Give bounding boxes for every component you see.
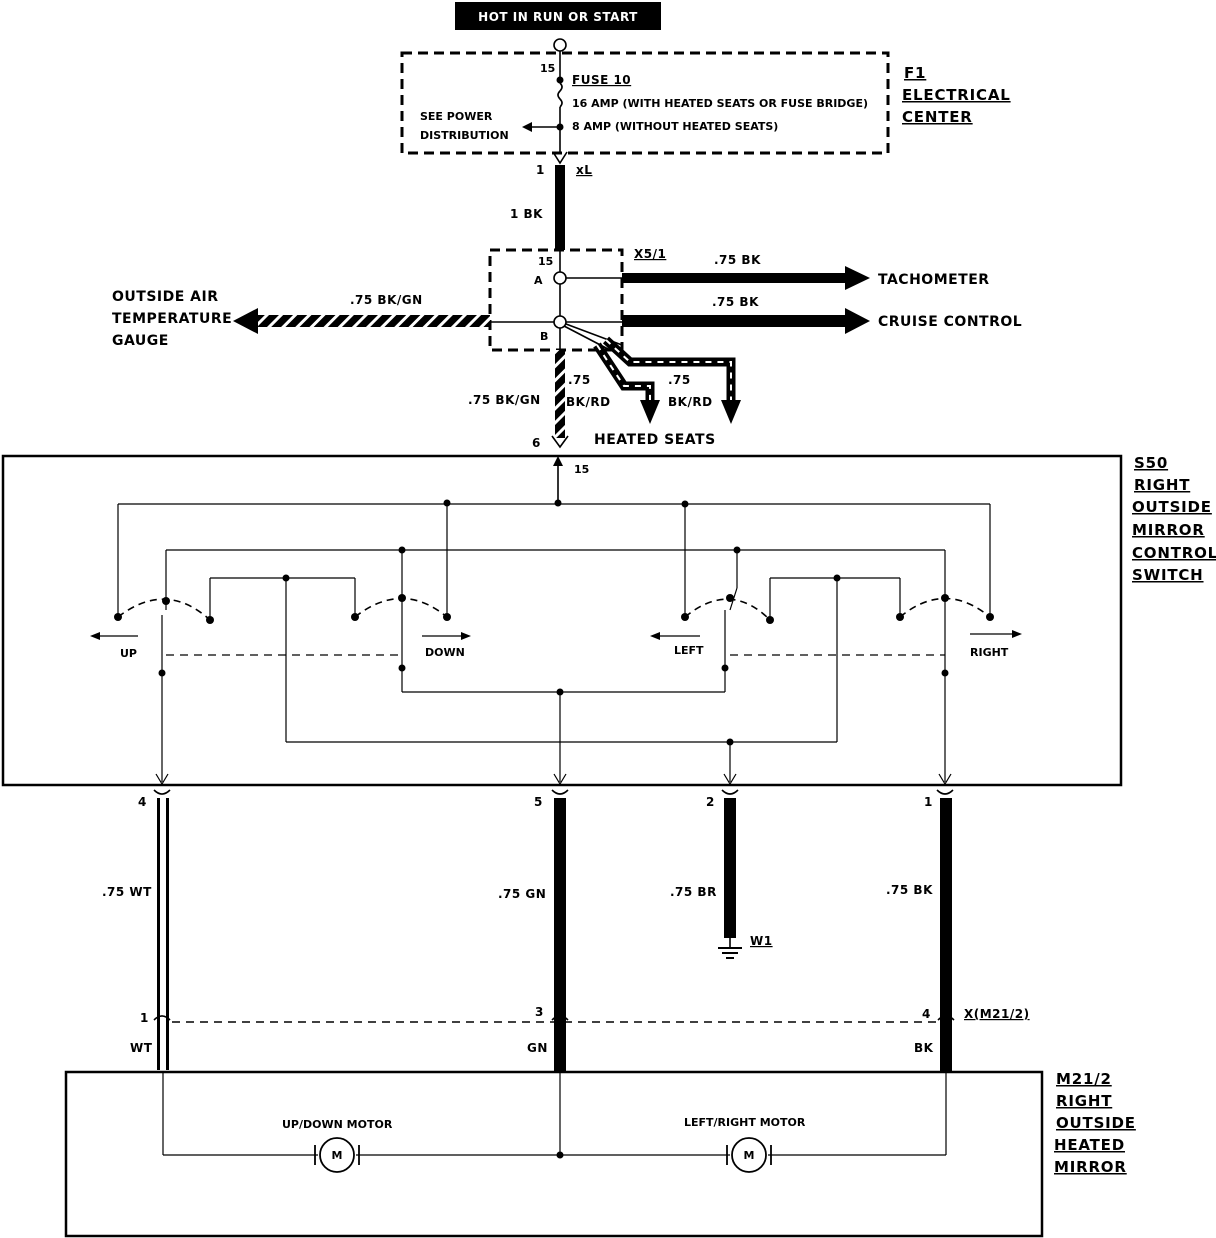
tachometer-label: TACHOMETER (878, 272, 990, 288)
svg-text:5: 5 (534, 795, 543, 809)
x5-1-connector: 15 A B X5/1 (488, 247, 666, 352)
svg-text:BK: BK (914, 1041, 934, 1055)
svg-text:OUTSIDE AIR: OUTSIDE AIR (112, 289, 219, 305)
svg-text:.75 GN: .75 GN (498, 887, 546, 901)
xl-connector: 1 xL (536, 151, 592, 177)
svg-text:GAUGE: GAUGE (112, 333, 169, 349)
svg-text:.75 BK: .75 BK (714, 253, 761, 267)
svg-text:OUTSIDE: OUTSIDE (1132, 498, 1212, 516)
svg-text:X(M21/2): X(M21/2) (964, 1007, 1030, 1021)
svg-text:4: 4 (922, 1007, 931, 1021)
wire-wt (157, 798, 169, 1070)
svg-text:.75 WT: .75 WT (102, 885, 152, 899)
svg-text:WT: WT (130, 1041, 153, 1055)
heated-seats-label: HEATED SEATS (594, 432, 716, 448)
svg-text:HOT IN RUN OR START: HOT IN RUN OR START (478, 10, 638, 24)
svg-text:.75: .75 (568, 373, 591, 387)
wire-br (724, 798, 736, 938)
svg-text:GN: GN (527, 1041, 548, 1055)
switch-down-label: DOWN (425, 646, 465, 659)
cruise-control-label: CRUISE CONTROL (878, 314, 1022, 330)
switch-left-label: LEFT (674, 644, 704, 657)
svg-text:F1: F1 (904, 64, 926, 82)
svg-text:6: 6 (532, 436, 541, 450)
switch-right-label: RIGHT (970, 646, 1009, 659)
svg-text:.75 BK: .75 BK (712, 295, 759, 309)
svg-text:HEATED: HEATED (1054, 1136, 1125, 1154)
f1-electrical-center-name: F1 ELECTRICAL CENTER (902, 64, 1011, 126)
svg-text:1: 1 (536, 163, 545, 177)
svg-text:CONTROL: CONTROL (1132, 544, 1216, 562)
fuse-rating-8: 8 AMP (WITHOUT HEATED SEATS) (572, 120, 778, 133)
wire-tachometer (622, 273, 847, 283)
wire-gn (554, 798, 566, 1072)
svg-text:.75 BR: .75 BR (670, 885, 717, 899)
svg-text:.75 BK: .75 BK (886, 883, 933, 897)
hot-in-run-label: HOT IN RUN OR START (455, 2, 661, 30)
right-outside-heated-mirror: M M UP/DOWN MOTOR LEFT/RIGHT MOTOR (64, 1070, 1044, 1238)
svg-text:MIRROR: MIRROR (1132, 521, 1205, 539)
m21-2-mirror-name: M21/2 RIGHT OUTSIDE HEATED MIRROR (1054, 1070, 1136, 1176)
svg-text:.75 BK/GN: .75 BK/GN (350, 293, 423, 307)
svg-text:.75: .75 (668, 373, 691, 387)
svg-text:2: 2 (706, 795, 715, 809)
svg-text:M: M (332, 1149, 343, 1162)
svg-text:B: B (540, 330, 548, 343)
svg-text:DISTRIBUTION: DISTRIBUTION (420, 129, 509, 142)
svg-text:SEE POWER: SEE POWER (420, 110, 493, 123)
fuse-symbol (557, 82, 563, 108)
svg-text:M: M (744, 1149, 755, 1162)
svg-text:SWITCH: SWITCH (1132, 566, 1204, 584)
svg-text:1 BK: 1 BK (510, 207, 543, 221)
svg-text:MIRROR: MIRROR (1054, 1158, 1127, 1176)
wire-bk (940, 798, 952, 1072)
ground-w1: W1 (718, 934, 773, 959)
wire-cruise-control (622, 315, 847, 327)
svg-text:RIGHT: RIGHT (1134, 476, 1190, 494)
svg-text:W1: W1 (750, 934, 773, 948)
svg-text:.75 BK/GN: .75 BK/GN (468, 393, 541, 407)
svg-text:15: 15 (540, 62, 555, 75)
mirror-connector: 1 3 4 X(M21/2) WT GN BK (130, 1005, 1030, 1055)
wire-outside-air (255, 315, 490, 327)
svg-text:3: 3 (535, 1005, 544, 1019)
wire-bk-gn-to-switch (555, 350, 565, 438)
svg-text:1: 1 (924, 795, 933, 809)
up-down-motor-label: UP/DOWN MOTOR (282, 1118, 393, 1131)
svg-text:CENTER: CENTER (902, 108, 973, 126)
svg-text:1: 1 (140, 1011, 149, 1025)
svg-text:TEMPERATURE: TEMPERATURE (112, 311, 232, 327)
mirror-control-switch: 6 15 (1, 435, 1123, 787)
svg-text:M21/2: M21/2 (1056, 1070, 1112, 1088)
left-right-motor-label: LEFT/RIGHT MOTOR (684, 1116, 806, 1129)
svg-text:OUTSIDE: OUTSIDE (1056, 1114, 1136, 1132)
svg-text:RIGHT: RIGHT (1056, 1092, 1112, 1110)
svg-text:A: A (534, 274, 543, 287)
wire-1-bk (555, 165, 565, 250)
svg-text:BK/RD: BK/RD (668, 395, 713, 409)
svg-text:S50: S50 (1134, 454, 1168, 472)
svg-text:xL: xL (576, 163, 592, 177)
svg-text:ELECTRICAL: ELECTRICAL (902, 86, 1011, 104)
svg-text:15: 15 (574, 463, 589, 476)
svg-text:4: 4 (138, 795, 147, 809)
fuse-block: 15 FUSE 10 16 AMP (WITH HEATED SEATS OR … (400, 38, 890, 155)
switch-up-label: UP (120, 647, 137, 660)
svg-text:15: 15 (538, 255, 553, 268)
up-down-motor-icon: M (314, 1137, 360, 1173)
fuse-rating-16: 16 AMP (WITH HEATED SEATS OR FUSE BRIDGE… (572, 97, 868, 110)
fuse-10-label: FUSE 10 (572, 73, 631, 87)
svg-text:BK/RD: BK/RD (566, 395, 611, 409)
wire-heated-seat-2 (602, 336, 736, 400)
left-right-motor-icon: M (726, 1137, 772, 1173)
s50-switch-name: S50 RIGHT OUTSIDE MIRROR CONTROL SWITCH (1132, 454, 1216, 584)
svg-text:X5/1: X5/1 (634, 247, 666, 261)
